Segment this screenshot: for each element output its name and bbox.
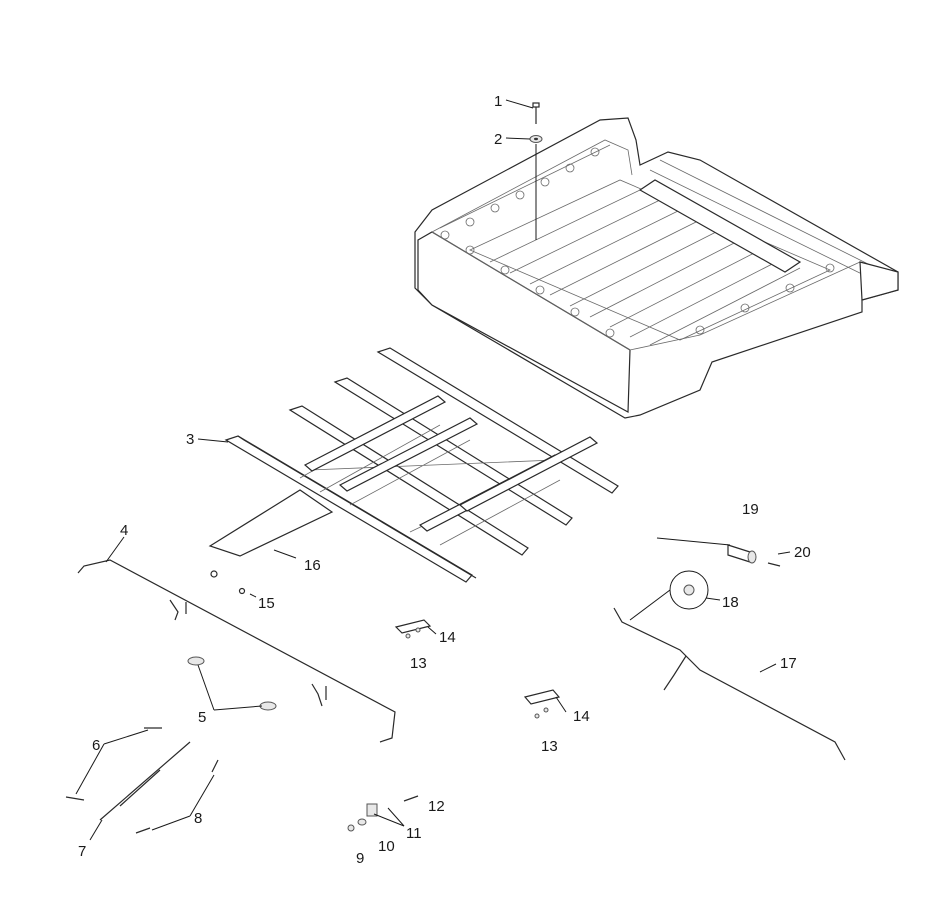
rod-part-4: [77, 559, 396, 743]
cable-part-17: [613, 607, 846, 761]
cargo-rim-bumps: [440, 147, 835, 338]
leader-lines: [75, 99, 791, 841]
strut-part-7: [99, 741, 191, 821]
grommet-part-18: [669, 570, 709, 610]
callout-18: 18: [722, 594, 739, 611]
pin-part-5: [187, 656, 277, 711]
light-part-19: [727, 544, 757, 564]
callout-10: 10: [378, 838, 395, 855]
callout-4: 4: [120, 522, 128, 539]
callout-3: 3: [186, 431, 194, 448]
bracket-part-14-lower: [523, 689, 561, 719]
callout-19: 19: [742, 501, 759, 518]
callout-14-lower: 14: [573, 708, 590, 725]
bracket-part-11: [366, 803, 378, 817]
bolt-part-1: [532, 102, 540, 124]
bracket-part-14-upper: [394, 619, 432, 639]
pin-part-6: [65, 727, 162, 801]
callout-14-upper: 14: [439, 629, 456, 646]
bulb-part-20: [767, 562, 781, 567]
callout-20: 20: [794, 544, 811, 561]
callout-6: 6: [92, 737, 100, 754]
callout-9: 9: [356, 850, 364, 867]
callout-7: 7: [78, 843, 86, 860]
callout-1: 1: [494, 93, 502, 110]
callout-12: 12: [428, 798, 445, 815]
callout-11: 11: [406, 825, 422, 842]
callout-2: 2: [494, 131, 502, 148]
washer-part-2: [529, 135, 543, 143]
callout-labels: 1 2 3 4 5 6 7 8 9 10 11 12 13 13 14 14 1…: [78, 93, 811, 867]
callout-5: 5: [198, 709, 206, 726]
cargo-floor-ribs: [489, 159, 881, 346]
callout-15: 15: [258, 595, 275, 612]
nut-part-9: [347, 824, 355, 832]
clip-part-8: [135, 759, 219, 834]
callout-13-lower: 13: [541, 738, 558, 755]
callout-17: 17: [780, 655, 797, 672]
screw-part-15: [210, 570, 246, 595]
callout-13-upper: 13: [410, 655, 427, 672]
panel-part-16: [208, 489, 334, 557]
callout-16: 16: [304, 557, 321, 574]
washer-part-10: [357, 818, 367, 826]
frame-assembly-part-3: [224, 347, 619, 583]
cargo-box: [414, 117, 899, 419]
callout-8: 8: [194, 810, 202, 827]
bolt-part-12: [403, 795, 419, 802]
